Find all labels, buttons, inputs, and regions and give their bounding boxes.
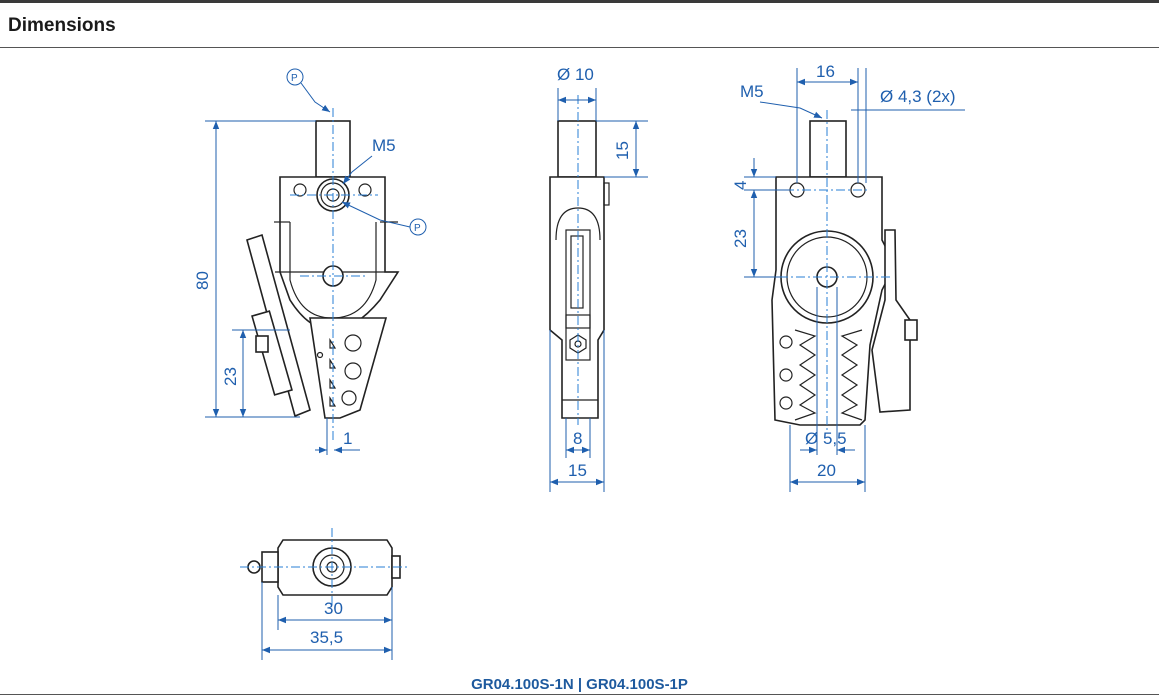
dim-top-offset-4: 4 [731, 181, 750, 190]
port-label-top: P [291, 73, 298, 84]
dim-spacing-16: 16 [816, 62, 835, 81]
port-label-side: P [414, 223, 421, 234]
dim-pivot-offset-23: 23 [731, 229, 750, 248]
dim-width-15: 15 [568, 461, 587, 480]
dim-height-80: 80 [193, 271, 212, 290]
dim-total-length-35-5: 35,5 [310, 628, 343, 647]
dim-pin-length-15: 15 [613, 141, 632, 160]
front-view: P P M5 80 23 1 [193, 68, 427, 455]
dim-pivot-diameter: Ø 5,5 [805, 429, 847, 448]
model-numbers: GR04.100S-1N | GR04.100S-1P [471, 676, 688, 693]
top-rule [0, 0, 1159, 3]
front-thread-label: M5 [372, 136, 396, 155]
bottom-view: 30 35,5 [240, 528, 410, 660]
side-view: Ø 10 15 8 15 [549, 65, 648, 492]
dim-hole-diameter: Ø 4,3 (2x) [880, 87, 956, 106]
dim-inner-width-8: 8 [573, 429, 582, 448]
dim-jaw-width-20: 20 [817, 461, 836, 480]
bottom-divider [0, 694, 1159, 695]
rear-thread-label: M5 [740, 82, 764, 101]
dim-diameter-10: Ø 10 [557, 65, 594, 84]
header-divider [0, 47, 1159, 48]
port-tag-top [286, 68, 304, 86]
rear-view: 16 Ø 4,3 (2x) M5 4 23 Ø 5,5 20 [731, 62, 965, 492]
dim-inner-length-30: 30 [324, 599, 343, 618]
dim-offset-1: 1 [343, 429, 352, 448]
dim-lower-height-23: 23 [221, 367, 240, 386]
section-title: Dimensions [8, 15, 116, 36]
